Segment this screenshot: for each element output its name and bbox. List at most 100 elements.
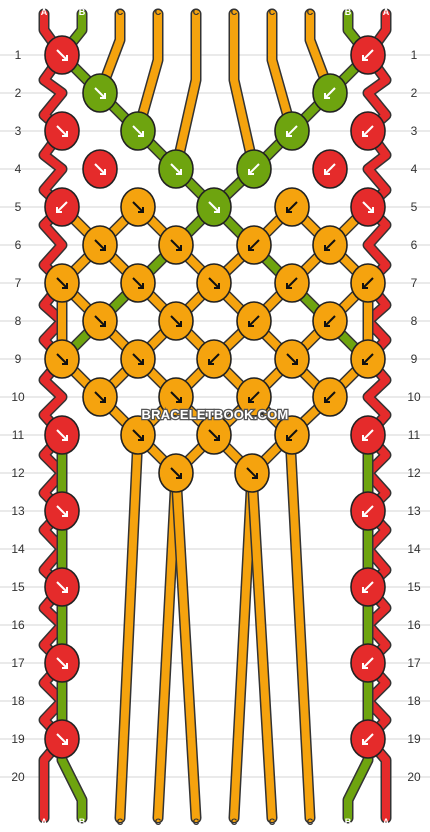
row-number-left: 6 (15, 238, 22, 252)
row-number-right: 8 (411, 314, 418, 328)
knot-red (350, 491, 386, 531)
arrow-sw-icon (362, 657, 374, 669)
arrow-head-icon (56, 207, 62, 213)
arrow-se-icon (94, 391, 106, 403)
knot-orange (312, 377, 348, 417)
arrow-sw-icon (248, 315, 260, 327)
row-number-right: 18 (407, 694, 421, 708)
knot-green (274, 111, 310, 151)
arrow-se-icon (94, 87, 106, 99)
arrow-se-icon (56, 353, 68, 365)
arrow-head-icon (362, 283, 368, 289)
knot-grid (44, 35, 386, 759)
knot-orange (236, 377, 272, 417)
knot-red (350, 111, 386, 151)
arrow-head-icon (176, 169, 182, 175)
strand-C (134, 10, 162, 135)
knot-orange (312, 225, 348, 265)
knot-red (44, 643, 80, 683)
arrow-head-icon (176, 473, 182, 479)
arrow-head-icon (138, 359, 144, 365)
arrow-se-icon (208, 201, 220, 213)
arrow-se-icon (56, 581, 68, 593)
string-label-top: A (383, 7, 390, 17)
knot-red (44, 111, 80, 151)
arrow-se-icon (208, 429, 220, 441)
arrow-head-icon (362, 55, 368, 61)
arrow-head-icon (368, 207, 374, 213)
arrow-head-icon (208, 359, 214, 365)
arrow-se-icon (132, 353, 144, 365)
arrow-se-icon (170, 239, 182, 251)
knot-orange (196, 415, 232, 455)
row-number-left: 7 (15, 276, 22, 290)
string-label-bottom: A (383, 817, 390, 827)
arrow-head-icon (362, 511, 368, 517)
knot-orange (274, 263, 310, 303)
arrow-head-icon (362, 435, 368, 441)
arrow-head-icon (286, 283, 292, 289)
row-number-right: 5 (411, 200, 418, 214)
row-number-right: 13 (407, 504, 421, 518)
arrow-head-icon (100, 397, 106, 403)
arrow-se-icon (56, 49, 68, 61)
arrow-head-icon (324, 245, 330, 251)
arrow-head-icon (62, 587, 68, 593)
strand-C (172, 10, 200, 173)
row-number-right: 12 (407, 466, 421, 480)
arrow-head-icon (286, 207, 292, 213)
arrow-sw-icon (248, 239, 260, 251)
arrow-se-icon (208, 277, 220, 289)
string-label-top: C (155, 7, 162, 17)
knot-red (350, 719, 386, 759)
arrow-se-icon (56, 657, 68, 669)
arrow-head-icon (324, 321, 330, 327)
arrow-head-icon (362, 663, 368, 669)
arrow-head-icon (100, 169, 106, 175)
knot-green (312, 73, 348, 113)
row-number-right: 2 (411, 86, 418, 100)
knot-orange (196, 263, 232, 303)
knot-orange (44, 339, 80, 379)
row-number-right: 11 (408, 428, 421, 442)
row-number-right: 15 (407, 580, 421, 594)
knot-orange (44, 263, 80, 303)
arrow-sw-icon (324, 163, 336, 175)
row-number-left: 3 (15, 124, 22, 138)
string-label-top: B (79, 7, 86, 17)
string-label-top: C (231, 7, 238, 17)
strand-C (230, 10, 258, 173)
arrow-head-icon (138, 435, 144, 441)
arrow-sw-icon (362, 353, 374, 365)
knot-orange (274, 339, 310, 379)
row-number-right: 10 (407, 390, 421, 404)
arrow-head-icon (62, 435, 68, 441)
arrow-se-icon (246, 467, 258, 479)
arrow-head-icon (62, 283, 68, 289)
arrow-se-icon (56, 733, 68, 745)
string-label-bottom: C (155, 817, 162, 827)
row-number-left: 17 (11, 656, 25, 670)
arrow-se-icon (286, 353, 298, 365)
string-label-bottom: C (193, 817, 200, 827)
arrow-sw-icon (324, 87, 336, 99)
arrow-sw-icon (286, 201, 298, 213)
row-number-left: 4 (15, 162, 22, 176)
knot-orange (120, 263, 156, 303)
arrow-head-icon (324, 169, 330, 175)
row-number-right: 3 (411, 124, 418, 138)
string-label-bottom: C (307, 817, 314, 827)
knot-red (44, 719, 80, 759)
row-number-right: 9 (411, 352, 418, 366)
knot-red (44, 567, 80, 607)
arrow-sw-icon (362, 505, 374, 517)
arrow-sw-icon (324, 391, 336, 403)
knot-orange (234, 453, 270, 493)
arrow-se-icon (132, 277, 144, 289)
knot-red (82, 149, 118, 189)
knot-red (44, 187, 80, 227)
arrow-head-icon (362, 359, 368, 365)
string-label-top: A (41, 7, 48, 17)
